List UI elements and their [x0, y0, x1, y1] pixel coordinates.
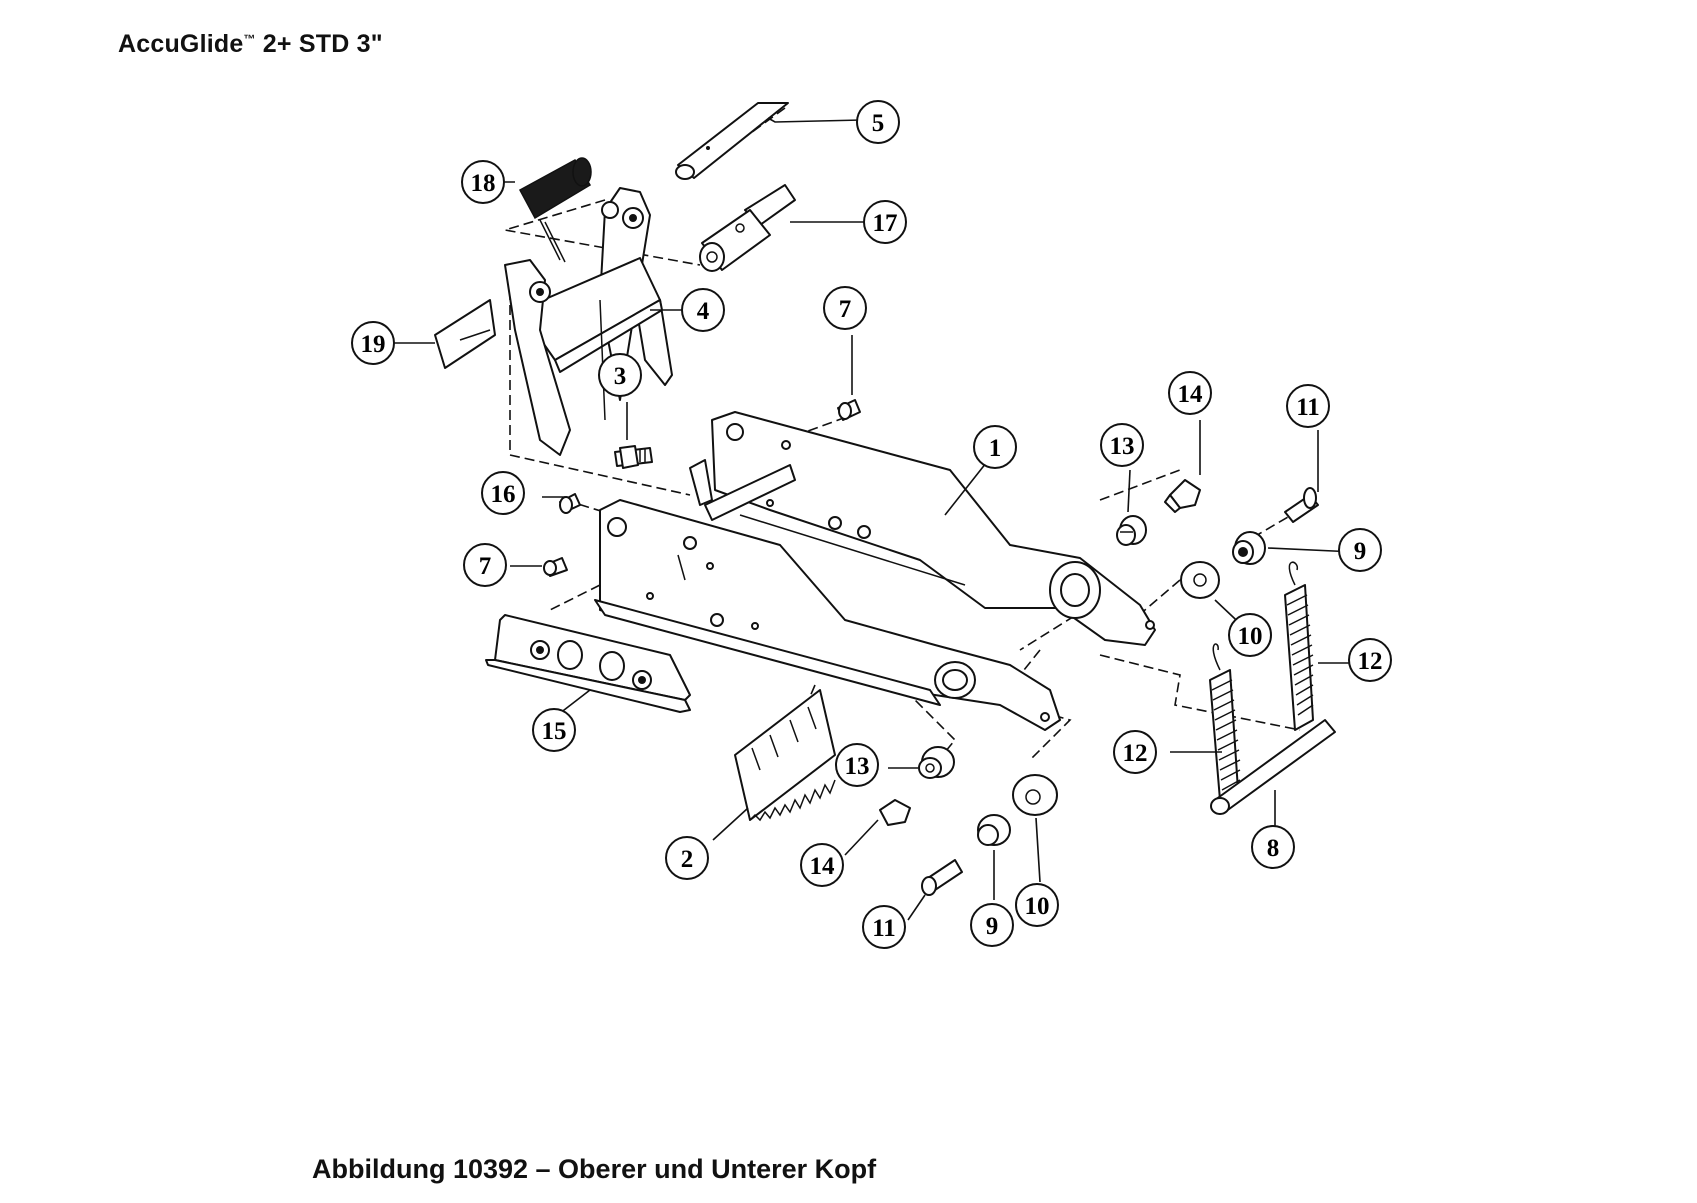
part-8-spring-bar — [1210, 719, 1336, 815]
svg-text:17: 17 — [873, 210, 898, 237]
svg-text:13: 13 — [845, 753, 870, 780]
svg-text:15: 15 — [542, 718, 567, 745]
part-13-bushing-upper — [1116, 515, 1147, 546]
part-14-stud-lower — [879, 799, 911, 826]
svg-text:2: 2 — [681, 846, 694, 873]
part-7-screw-upper — [837, 399, 861, 421]
title-rest: 2+ STD 3" — [255, 30, 383, 58]
svg-text:12: 12 — [1123, 740, 1148, 767]
svg-text:13: 13 — [1110, 433, 1135, 460]
callout-12-left: 12 — [1113, 730, 1157, 774]
svg-text:12: 12 — [1358, 648, 1383, 675]
svg-text:7: 7 — [839, 296, 852, 323]
callout-12-right: 12 — [1348, 638, 1392, 682]
callout-14-lower: 14 — [800, 843, 844, 887]
callout-13-upper: 13 — [1100, 423, 1144, 467]
part-5-shaft — [675, 102, 789, 180]
part-3-screw — [614, 445, 653, 469]
part-11-pin-upper — [1284, 487, 1319, 523]
part-4-applicator-arm — [504, 187, 673, 456]
svg-text:9: 9 — [986, 913, 999, 940]
svg-text:19: 19 — [361, 331, 386, 358]
svg-text:5: 5 — [872, 110, 885, 137]
part-2-knife — [734, 689, 836, 822]
svg-text:11: 11 — [872, 915, 896, 942]
svg-text:9: 9 — [1354, 538, 1367, 565]
svg-text:18: 18 — [471, 170, 496, 197]
svg-text:1: 1 — [989, 435, 1002, 462]
part-1-frame — [711, 411, 1156, 646]
part-14-stud-upper — [1164, 479, 1201, 513]
callout-10-upper: 10 — [1228, 613, 1272, 657]
title-main: AccuGlide — [118, 30, 244, 58]
callout-3: 3 — [598, 353, 642, 397]
callout-4: 4 — [681, 288, 725, 332]
svg-text:4: 4 — [697, 298, 710, 325]
svg-text:10: 10 — [1238, 623, 1263, 650]
svg-text:11: 11 — [1296, 394, 1320, 421]
part-7-screw-lower — [543, 557, 568, 577]
callout-18: 18 — [461, 160, 505, 204]
part-9-washer-upper — [1232, 531, 1266, 565]
figure-caption: Abbildung 10392 – Oberer und Unterer Kop… — [312, 1154, 877, 1184]
svg-text:3: 3 — [614, 363, 627, 390]
callout-14-upper: 14 — [1168, 371, 1212, 415]
svg-text:16: 16 — [491, 481, 516, 508]
svg-text:14: 14 — [1178, 381, 1204, 408]
part-13-bushing-lower — [918, 746, 955, 779]
callout-15: 15 — [532, 708, 576, 752]
callout-9-lower: 9 — [970, 903, 1014, 947]
svg-text:8: 8 — [1267, 835, 1280, 862]
part-11-pin-lower — [921, 859, 963, 896]
callouts: 5 17 18 19 4 3 7 1 13 14 11 9 10 12 12 8… — [351, 100, 1392, 949]
callout-16: 16 — [481, 471, 525, 515]
svg-text:7: 7 — [479, 553, 492, 580]
callout-2: 2 — [665, 836, 709, 880]
trademark-symbol: ™ — [243, 32, 256, 46]
callout-9-upper: 9 — [1338, 528, 1382, 572]
part-18-roller — [518, 157, 592, 263]
lower-frame-plate — [594, 459, 1061, 731]
part-19-label — [434, 299, 496, 369]
callout-11-lower: 11 — [862, 905, 906, 949]
callout-1: 1 — [973, 425, 1017, 469]
svg-text:14: 14 — [810, 853, 836, 880]
part-12-springs — [1209, 561, 1314, 801]
callout-11-upper: 11 — [1286, 384, 1330, 428]
part-17-pivot-pin — [699, 184, 796, 272]
page-title: AccuGlide™ 2+ STD 3" — [118, 30, 383, 59]
callout-10-lower: 10 — [1015, 883, 1059, 927]
callout-7-lower: 7 — [463, 543, 507, 587]
part-10-spacer-lower — [1012, 774, 1058, 816]
callout-19: 19 — [351, 321, 395, 365]
part-15-guide-rail — [485, 614, 691, 713]
part-9-washer-lower — [977, 814, 1011, 846]
part-10-spacer-upper — [1180, 561, 1220, 599]
svg-text:10: 10 — [1025, 893, 1050, 920]
callout-7-upper: 7 — [823, 286, 867, 330]
callout-13-lower: 13 — [835, 743, 879, 787]
callout-5: 5 — [856, 100, 900, 144]
part-16-screw — [559, 493, 581, 514]
callout-8: 8 — [1251, 825, 1295, 869]
callout-17: 17 — [863, 200, 907, 244]
